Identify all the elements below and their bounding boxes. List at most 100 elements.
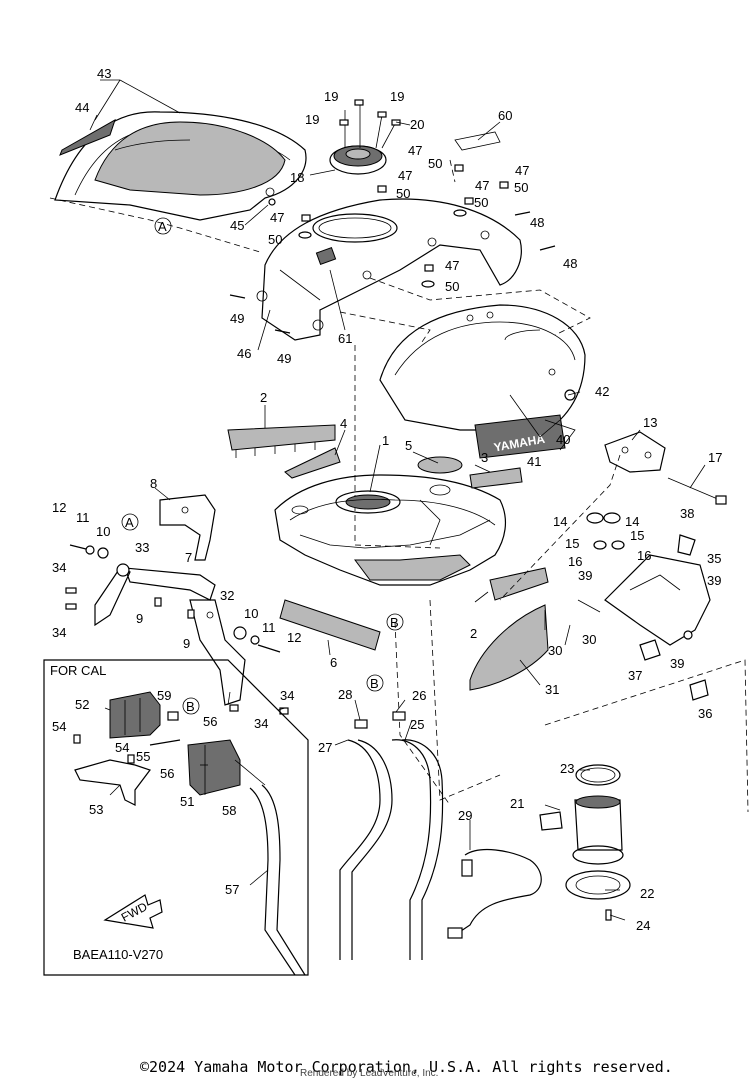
callout-56a: 56 (203, 714, 217, 729)
callout-45: 45 (230, 218, 244, 233)
callout-54a: 54 (52, 719, 66, 734)
callout-34d: 34 (254, 716, 268, 731)
callout-19a: 19 (324, 89, 338, 104)
callout-2: 2 (260, 390, 267, 405)
part-37 (639, 639, 661, 661)
callout-49a: 49 (230, 311, 244, 326)
hose-29-fitting (461, 859, 473, 877)
callout-18: 18 (290, 170, 304, 185)
callout-47e: 47 (270, 210, 284, 225)
diagram-code: BAEA110-V270 (73, 947, 163, 962)
callout-48b: 48 (563, 256, 577, 271)
callout-7: 7 (185, 550, 192, 565)
callout-30: 30 (582, 632, 596, 647)
callout-34b: 34 (52, 625, 66, 640)
stay-32 (189, 599, 246, 706)
callout-39a: 39 (578, 568, 592, 583)
callout-52: 52 (75, 697, 89, 712)
callout-33: 33 (135, 540, 149, 555)
callout-50f: 50 (445, 279, 459, 294)
callout-47f: 47 (445, 258, 459, 273)
part-36 (689, 679, 709, 701)
clip-38 (677, 534, 696, 556)
bracket-8 (159, 494, 216, 561)
stay-7 (124, 567, 216, 601)
callout-47d: 47 (398, 168, 412, 183)
tank-side-panel: YAMAHA (379, 304, 586, 459)
rendered-by-credit: Rendered by LeadVenture, Inc. (300, 1068, 439, 1079)
callout-9b: 9 (183, 636, 190, 651)
callout-56b: 56 (160, 766, 174, 781)
callout-37: 37 (628, 668, 642, 683)
callout-24: 24 (636, 918, 650, 933)
part-5 (417, 456, 463, 474)
callout-16b: 16 (637, 548, 651, 563)
callout-41: 41 (527, 454, 541, 469)
callout-58: 58 (222, 803, 236, 818)
callout-12: 12 (52, 500, 66, 515)
callout-10b: 10 (244, 606, 258, 621)
callout-36: 36 (698, 706, 712, 721)
heat-shield-31 (469, 604, 549, 691)
callout-4: 4 (340, 416, 347, 431)
callout-27: 27 (318, 740, 332, 755)
callout-57: 57 (225, 882, 239, 897)
callout-54b: 54 (115, 740, 129, 755)
callout-11b: 11 (262, 620, 276, 635)
callout-43: 43 (97, 66, 111, 81)
rail-left (227, 424, 336, 458)
callout-14: 14 (553, 514, 567, 529)
callout-48a: 48 (530, 215, 544, 230)
callout-14b: 14 (625, 514, 639, 529)
ref-b-right: B (390, 615, 399, 630)
callout-10: 10 (96, 524, 110, 539)
callout-49b: 49 (277, 351, 291, 366)
callout-15b: 15 (630, 528, 644, 543)
ref-a-mid: A (125, 515, 134, 530)
callout-11: 11 (76, 510, 90, 525)
callout-46: 46 (237, 346, 251, 361)
callout-23: 23 (560, 761, 574, 776)
callout-9: 9 (136, 611, 143, 626)
for-cal-label: FOR CAL (50, 663, 106, 678)
callout-50e: 50 (268, 232, 282, 247)
callout-17: 17 (708, 450, 722, 465)
fuel-cap (329, 99, 401, 175)
hose-29 (454, 849, 542, 936)
callout-16: 16 (568, 554, 582, 569)
callout-38: 38 (680, 506, 694, 521)
callout-60: 60 (498, 108, 512, 123)
callout-22: 22 (640, 886, 654, 901)
callout-28: 28 (338, 687, 352, 702)
callout-19b: 19 (390, 89, 404, 104)
callout-6: 6 (330, 655, 337, 670)
callout-5: 5 (405, 438, 412, 453)
callout-25: 25 (410, 717, 424, 732)
tank-top-cover (54, 111, 307, 221)
callout-47c: 47 (475, 178, 489, 193)
fuel-pump (539, 764, 631, 921)
stay-33 (94, 563, 131, 627)
callout-53: 53 (89, 802, 103, 817)
fasteners-top (229, 164, 576, 401)
callout-32: 32 (220, 588, 234, 603)
ref-b-bottom: B (370, 676, 379, 691)
leader-lines (89, 79, 706, 921)
callout-51: 51 (180, 794, 194, 809)
rail-right (489, 567, 549, 601)
leader-40 (544, 419, 576, 451)
callout-31: 31 (545, 682, 559, 697)
callout-1: 1 (382, 433, 389, 448)
callout-12b: 12 (287, 630, 301, 645)
bolts-left (65, 544, 289, 715)
copyright-notice: ©2024 Yamaha Motor Corporation, U.S.A. A… (140, 1058, 673, 1076)
callout-34c: 34 (280, 688, 294, 703)
part-4 (284, 447, 341, 479)
callout-2b: 2 (470, 626, 477, 641)
callout-29: 29 (458, 808, 472, 823)
callout-39c: 39 (670, 656, 684, 671)
fuel-tank (274, 474, 507, 586)
callout-50a: 50 (428, 156, 442, 171)
callout-15: 15 (565, 536, 579, 551)
